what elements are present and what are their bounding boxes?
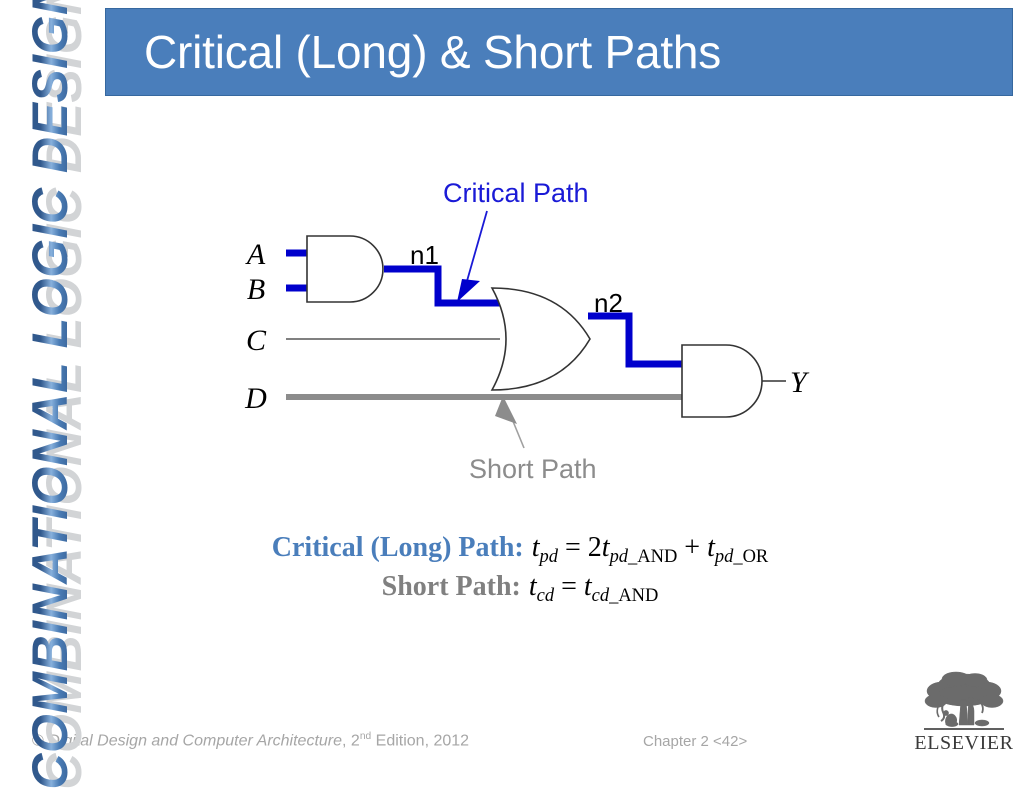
critical-sub-3-italic: pd xyxy=(714,545,734,566)
elsevier-logo: ELSEVIER xyxy=(914,671,1013,754)
banner-text: COMBINATIONAL LOGIC DESIGN xyxy=(21,0,79,790)
footer-book-title: Digital Design and Computer Architecture xyxy=(48,732,343,750)
circuit-diagram: A B C D n1 n2 Y Critical Path Short Path xyxy=(244,178,810,484)
short-t2: t xyxy=(583,570,592,602)
short-path-label: Short Path xyxy=(469,454,597,484)
critical-eq-sign: = 2 xyxy=(557,532,602,563)
footer-chapter-page: Chapter 2 <42> xyxy=(643,733,748,750)
equations-block: Critical (Long) Path:tpd = 2tpd_AND + tp… xyxy=(120,530,920,607)
critical-path-arrowhead xyxy=(457,279,480,302)
critical-path-label: Critical Path xyxy=(443,178,589,208)
critical-path-formula: tpd = 2tpd_AND + tpd_OR xyxy=(524,532,769,566)
short-eq-sign: = xyxy=(554,570,584,602)
critical-sub-1: pd xyxy=(539,545,558,566)
and-gate-2 xyxy=(681,344,763,418)
input-label-b: B xyxy=(247,273,265,306)
footer-edition-suffix: Edition, 2012 xyxy=(371,732,470,750)
critical-sub-2-italic: pd xyxy=(609,545,629,566)
critical-t: t xyxy=(531,532,540,563)
node-label-n2: n2 xyxy=(594,288,623,318)
slide-title: Critical (Long) & Short Paths xyxy=(144,26,722,78)
short-sub-1: cd xyxy=(536,584,555,605)
short-path-arrowhead xyxy=(495,396,517,424)
elsevier-wordmark: ELSEVIER xyxy=(914,732,1013,754)
output-label-y: Y xyxy=(790,366,810,399)
critical-sub-2-upright: _AND xyxy=(628,545,678,566)
critical-plus-sign: + xyxy=(677,532,708,563)
critical-path-equation-line: Critical (Long) Path:tpd = 2tpd_AND + tp… xyxy=(120,530,920,569)
short-sub-2-upright: _AND xyxy=(609,584,659,605)
wire-n2 xyxy=(588,312,690,368)
critical-t3: t xyxy=(707,532,715,563)
footer-copyright: © Digital Design and Computer Architectu… xyxy=(32,731,469,750)
footer-edition-ordinal: nd xyxy=(359,731,372,742)
input-label-a: A xyxy=(245,238,266,271)
node-label-n1: n1 xyxy=(410,240,439,270)
vertical-banner: COMBINATIONAL LOGIC DESIGN COMBINATIONAL… xyxy=(0,0,100,790)
critical-sub-3-upright: _OR xyxy=(733,545,769,566)
input-label-d: D xyxy=(244,382,267,415)
short-t: t xyxy=(528,570,537,602)
critical-path-leader-line xyxy=(464,210,488,289)
critical-t2: t xyxy=(601,532,610,563)
elsevier-tree-icon xyxy=(924,671,1004,727)
footer-edition-prefix: , 2 xyxy=(342,732,360,750)
and-gate-1 xyxy=(306,235,384,303)
short-path-formula: tcd = tcd_AND xyxy=(521,570,659,605)
copyright-icon: © xyxy=(32,732,44,749)
short-path-leader-line xyxy=(509,413,525,449)
slide-title-bar: Critical (Long) & Short Paths xyxy=(105,8,1013,96)
critical-path-equation-label: Critical (Long) Path: xyxy=(271,532,524,563)
input-label-c: C xyxy=(246,324,267,357)
wire-n1 xyxy=(384,265,500,307)
short-sub-2-italic: cd xyxy=(591,584,610,605)
short-path-equation-line: Short Path:tcd = tcd_AND xyxy=(120,569,920,608)
or-gate-1 xyxy=(490,287,591,391)
short-path-equation-label: Short Path: xyxy=(381,570,521,602)
